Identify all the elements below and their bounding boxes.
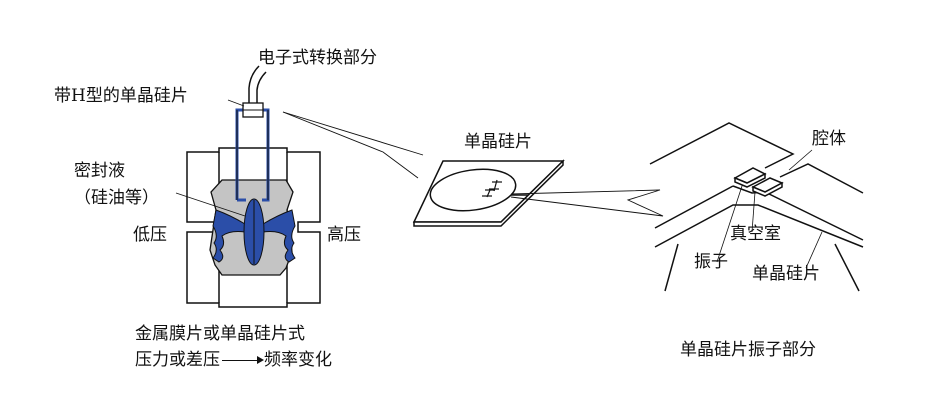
label-cavity: 腔体: [812, 129, 846, 149]
label-high-pressure: 高压: [327, 225, 361, 245]
label-vacuum-chamber: 真空室: [730, 224, 781, 244]
zoom-callout-right: [510, 189, 664, 217]
leader-lines: [175, 99, 823, 269]
caption-left-line2: 压力或差压 频率变化: [135, 352, 332, 369]
caption-left-line2-b: 频率变化: [264, 350, 332, 370]
cable: [248, 65, 267, 103]
label-silicone-oil: （硅油等）: [74, 188, 159, 208]
caption-left-line2-a: 压力或差压: [135, 350, 220, 370]
label-silicon-chip-right: 单晶硅片: [752, 264, 820, 284]
label-h-type-chip: 带H型的单晶硅片: [54, 86, 188, 106]
caption-right: 单晶硅片振子部分: [680, 340, 816, 360]
caption-left-line1: 金属膜片或单晶硅片式: [135, 324, 305, 344]
label-electronic-conversion: 电子式转换部分: [258, 48, 377, 68]
label-vibrator: 振子: [694, 252, 728, 272]
arrow-icon: [222, 356, 264, 364]
label-low-pressure: 低压: [133, 225, 167, 245]
label-sealing-fluid: 密封液: [74, 161, 125, 181]
zoom-callout-left: [282, 111, 424, 179]
label-silicon-chip-middle: 单晶硅片: [464, 132, 532, 152]
diaphragm-assembly: [212, 198, 296, 266]
capillary-tube: [235, 102, 270, 202]
resonator-structure: [649, 122, 864, 292]
